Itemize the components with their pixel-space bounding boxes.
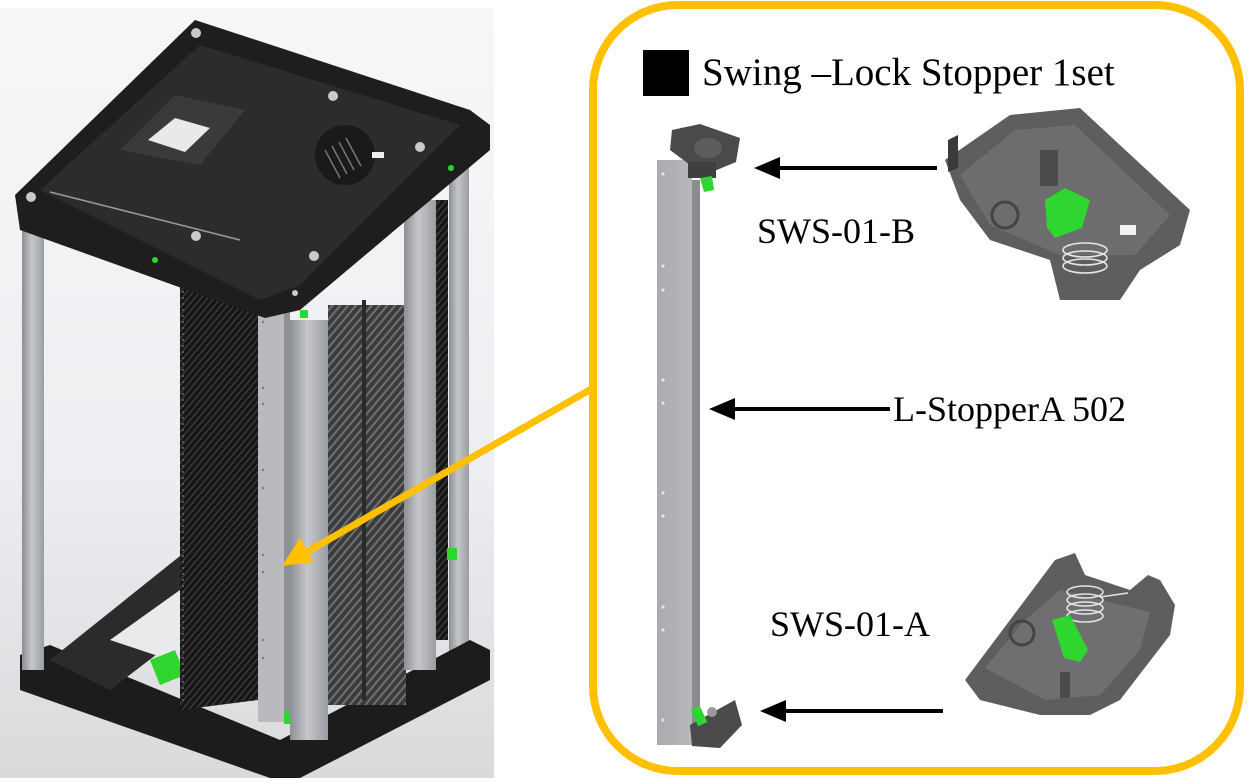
stopper-top-latch bbox=[670, 124, 740, 192]
label-arrow-middle bbox=[709, 398, 890, 420]
title-marker-square-icon bbox=[643, 50, 689, 96]
rack-illustration bbox=[0, 8, 494, 778]
rack-right-latch bbox=[447, 548, 457, 560]
rack-top-opening bbox=[148, 118, 210, 152]
part-label-l-stopper: L-StopperA 502 bbox=[893, 389, 1126, 429]
callout-pointer-line bbox=[303, 384, 595, 557]
rack-right-rail-2 bbox=[404, 200, 436, 670]
rack-top-latch bbox=[152, 257, 158, 263]
part-sws-01-b-image bbox=[945, 108, 1190, 300]
callout-pointer-arrow bbox=[282, 384, 595, 566]
part-label-sws-01-b: SWS-01-B bbox=[757, 211, 916, 251]
rack-post-back-right bbox=[449, 150, 469, 660]
rack-stopper-column bbox=[258, 310, 288, 722]
rack-stopper-latch-top bbox=[300, 310, 308, 318]
rack-top-bolts bbox=[26, 28, 425, 296]
rack-top-vent-grill bbox=[324, 137, 362, 179]
rack-top-vent bbox=[315, 125, 375, 185]
rack-side-panel bbox=[180, 270, 258, 710]
rack-right-divider bbox=[362, 300, 366, 700]
rack-top-slot bbox=[372, 152, 384, 158]
rack-latch-green bbox=[150, 650, 185, 685]
rack-post-front-left bbox=[22, 230, 44, 670]
label-arrow-bottom bbox=[760, 700, 943, 722]
figure-title: Swing –Lock Stopper 1set bbox=[702, 51, 1115, 94]
stopper-bar-side bbox=[692, 180, 700, 735]
stopper-bottom-latch bbox=[690, 700, 742, 748]
stopper-bar-holes bbox=[661, 172, 665, 722]
rack-top-surface bbox=[40, 45, 460, 300]
stopper-bar bbox=[657, 160, 692, 745]
rack-right-rail-1 bbox=[290, 320, 328, 740]
rack-stopper-column-shade bbox=[284, 310, 290, 722]
rack-top-latch-right bbox=[448, 165, 454, 171]
rack-right-slots-back bbox=[436, 200, 448, 640]
label-arrow-top bbox=[754, 157, 937, 179]
part-sws-01-a-image bbox=[965, 553, 1175, 715]
part-label-sws-01-a: SWS-01-A bbox=[770, 604, 930, 644]
callout-pointer-head bbox=[282, 538, 314, 566]
stopper-assembly bbox=[657, 124, 742, 748]
rack-stopper-holes bbox=[261, 320, 265, 660]
rack-top-rail-line bbox=[49, 191, 241, 241]
